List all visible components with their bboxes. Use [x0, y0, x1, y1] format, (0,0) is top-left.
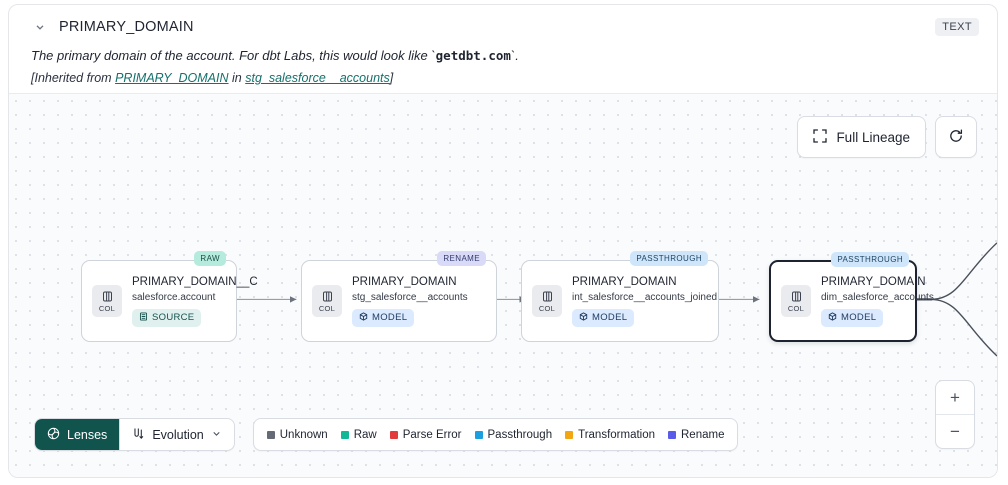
node-kind-badge: MODEL: [821, 308, 884, 327]
lineage-node-3[interactable]: PASSTHROUGH COL PRIMARY_DOMAIN int_sales…: [521, 251, 719, 342]
node-kind-badge: SOURCE: [132, 308, 202, 327]
canvas-controls: Full Lineage: [797, 116, 977, 158]
lineage-canvas[interactable]: Full Lineage RAW: [9, 93, 997, 477]
chevron-down-icon[interactable]: [31, 18, 49, 36]
description-text: The primary domain of the account. For d…: [31, 48, 436, 63]
lenses-label: Lenses: [67, 427, 108, 442]
legend-label: Rename: [681, 428, 725, 441]
legend-item: Transformation: [565, 429, 655, 441]
legend-swatch: [389, 430, 398, 439]
title-row: PRIMARY_DOMAIN: [27, 15, 979, 39]
lineage-node-1[interactable]: RAW COL PRIMARY_DOMAIN__C salesforce.acc…: [81, 251, 258, 342]
node-kind-label: MODEL: [372, 312, 408, 323]
zoom-in-button[interactable]: +: [950, 387, 960, 407]
evolution-label: Evolution: [152, 427, 204, 442]
column-label: COL: [318, 303, 336, 313]
cube-icon: [359, 311, 368, 324]
cube-icon: [828, 311, 837, 324]
node-body: PRIMARY_DOMAIN stg_salesforce__accounts …: [352, 276, 468, 327]
zoom-out-button[interactable]: −: [936, 414, 974, 448]
node-subtitle: stg_salesforce__accounts: [352, 291, 468, 303]
node-kind-label: SOURCE: [152, 312, 195, 323]
node-kind-badge: MODEL: [572, 308, 635, 327]
column-icon: COL: [312, 285, 342, 317]
description-code: getdbt.com: [435, 48, 511, 63]
chevron-down-icon: [211, 428, 222, 442]
node-kind-label: MODEL: [841, 312, 877, 323]
column-icon: COL: [781, 285, 811, 317]
page-title: PRIMARY_DOMAIN: [59, 19, 194, 35]
legend-item: Raw: [340, 428, 377, 441]
legend-item: Rename: [668, 429, 724, 441]
legend-swatch: [565, 430, 574, 439]
bottom-toolbar: Lenses Evolution: [34, 418, 739, 451]
node-title: PRIMARY_DOMAIN: [821, 275, 926, 288]
node-subtitle: dim_salesforce_accounts: [821, 291, 934, 303]
legend-label: Raw: [353, 428, 377, 441]
legend-item: Unknown: [266, 428, 328, 441]
cube-icon: [579, 311, 588, 324]
lineage-node-4-selected[interactable]: PASSTHROUGH COL PRIMARY_DOMAIN dim_sales…: [769, 252, 934, 342]
database-icon: [139, 311, 148, 324]
legend-swatch: [340, 430, 349, 439]
node-body: PRIMARY_DOMAIN dim_salesforce_accounts M…: [821, 275, 934, 327]
column-label: COL: [538, 303, 556, 313]
inherited-column-link[interactable]: PRIMARY_DOMAIN: [115, 71, 229, 85]
inherited-model-link[interactable]: stg_salesforce__accounts: [245, 71, 390, 85]
status-badge: TEXT: [935, 18, 979, 36]
legend-label: Parse Error: [402, 428, 462, 441]
column-label: COL: [787, 303, 805, 313]
legend-swatch: [668, 430, 676, 439]
node-subtitle: int_salesforce__accounts_joined: [572, 291, 718, 303]
legend-label: Transformation: [578, 428, 655, 441]
node-subtitle: salesforce.account: [132, 291, 216, 303]
lineage-legend: Unknown Raw Parse Error Passthrough: [252, 418, 739, 451]
node-title: PRIMARY_DOMAIN: [352, 275, 457, 288]
legend-swatch: [474, 430, 483, 439]
node-kind-badge: MODEL: [352, 308, 415, 327]
lenses-button[interactable]: Lenses: [35, 419, 120, 450]
lens-icon: [47, 427, 60, 443]
column-icon: COL: [532, 285, 562, 317]
full-lineage-button[interactable]: Full Lineage: [797, 116, 926, 158]
node-title: PRIMARY_DOMAIN: [572, 275, 677, 288]
node-body: PRIMARY_DOMAIN__C salesforce.account SOU…: [132, 275, 258, 327]
refresh-icon: [948, 128, 964, 147]
column-description: The primary domain of the account. For d…: [27, 47, 979, 65]
column-detail-card: PRIMARY_DOMAIN TEXT The primary domain o…: [8, 4, 998, 478]
evolution-icon: [132, 427, 145, 443]
legend-label: Unknown: [279, 428, 328, 441]
legend-item: Parse Error: [389, 428, 462, 441]
inherited-prefix: [Inherited from: [31, 71, 116, 85]
zoom-controls: + −: [935, 380, 975, 449]
inherited-middle: in: [228, 71, 246, 85]
column-label: COL: [98, 303, 116, 313]
full-lineage-label: Full Lineage: [836, 129, 910, 145]
node-kind-label: MODEL: [592, 312, 628, 323]
node-tag: RENAME: [437, 251, 486, 266]
refresh-button[interactable]: [935, 116, 977, 158]
legend-item: Passthrough: [474, 428, 553, 441]
lineage-node-2[interactable]: RENAME COL PRIMARY_DOMAIN stg_salesforce…: [301, 251, 497, 342]
legend-label: Passthrough: [487, 428, 553, 441]
node-tag: PASSTHROUGH: [630, 251, 708, 266]
description-suffix: `.: [510, 48, 519, 63]
legend-swatch: [266, 430, 275, 439]
inherited-from-note: [Inherited from PRIMARY_DOMAIN in stg_sa…: [27, 71, 979, 85]
node-body: PRIMARY_DOMAIN int_salesforce__accounts_…: [572, 275, 718, 327]
node-tag: RAW: [194, 251, 226, 266]
inherited-suffix: ]: [389, 71, 394, 85]
card-header: PRIMARY_DOMAIN TEXT The primary domain o…: [9, 5, 997, 93]
node-title: PRIMARY_DOMAIN__C: [132, 275, 258, 288]
evolution-dropdown[interactable]: Evolution: [119, 419, 233, 450]
lens-controls: Lenses Evolution: [34, 418, 235, 451]
expand-corners-icon: [813, 128, 828, 146]
node-tag: PASSTHROUGH: [831, 252, 909, 267]
column-icon: COL: [92, 285, 122, 317]
